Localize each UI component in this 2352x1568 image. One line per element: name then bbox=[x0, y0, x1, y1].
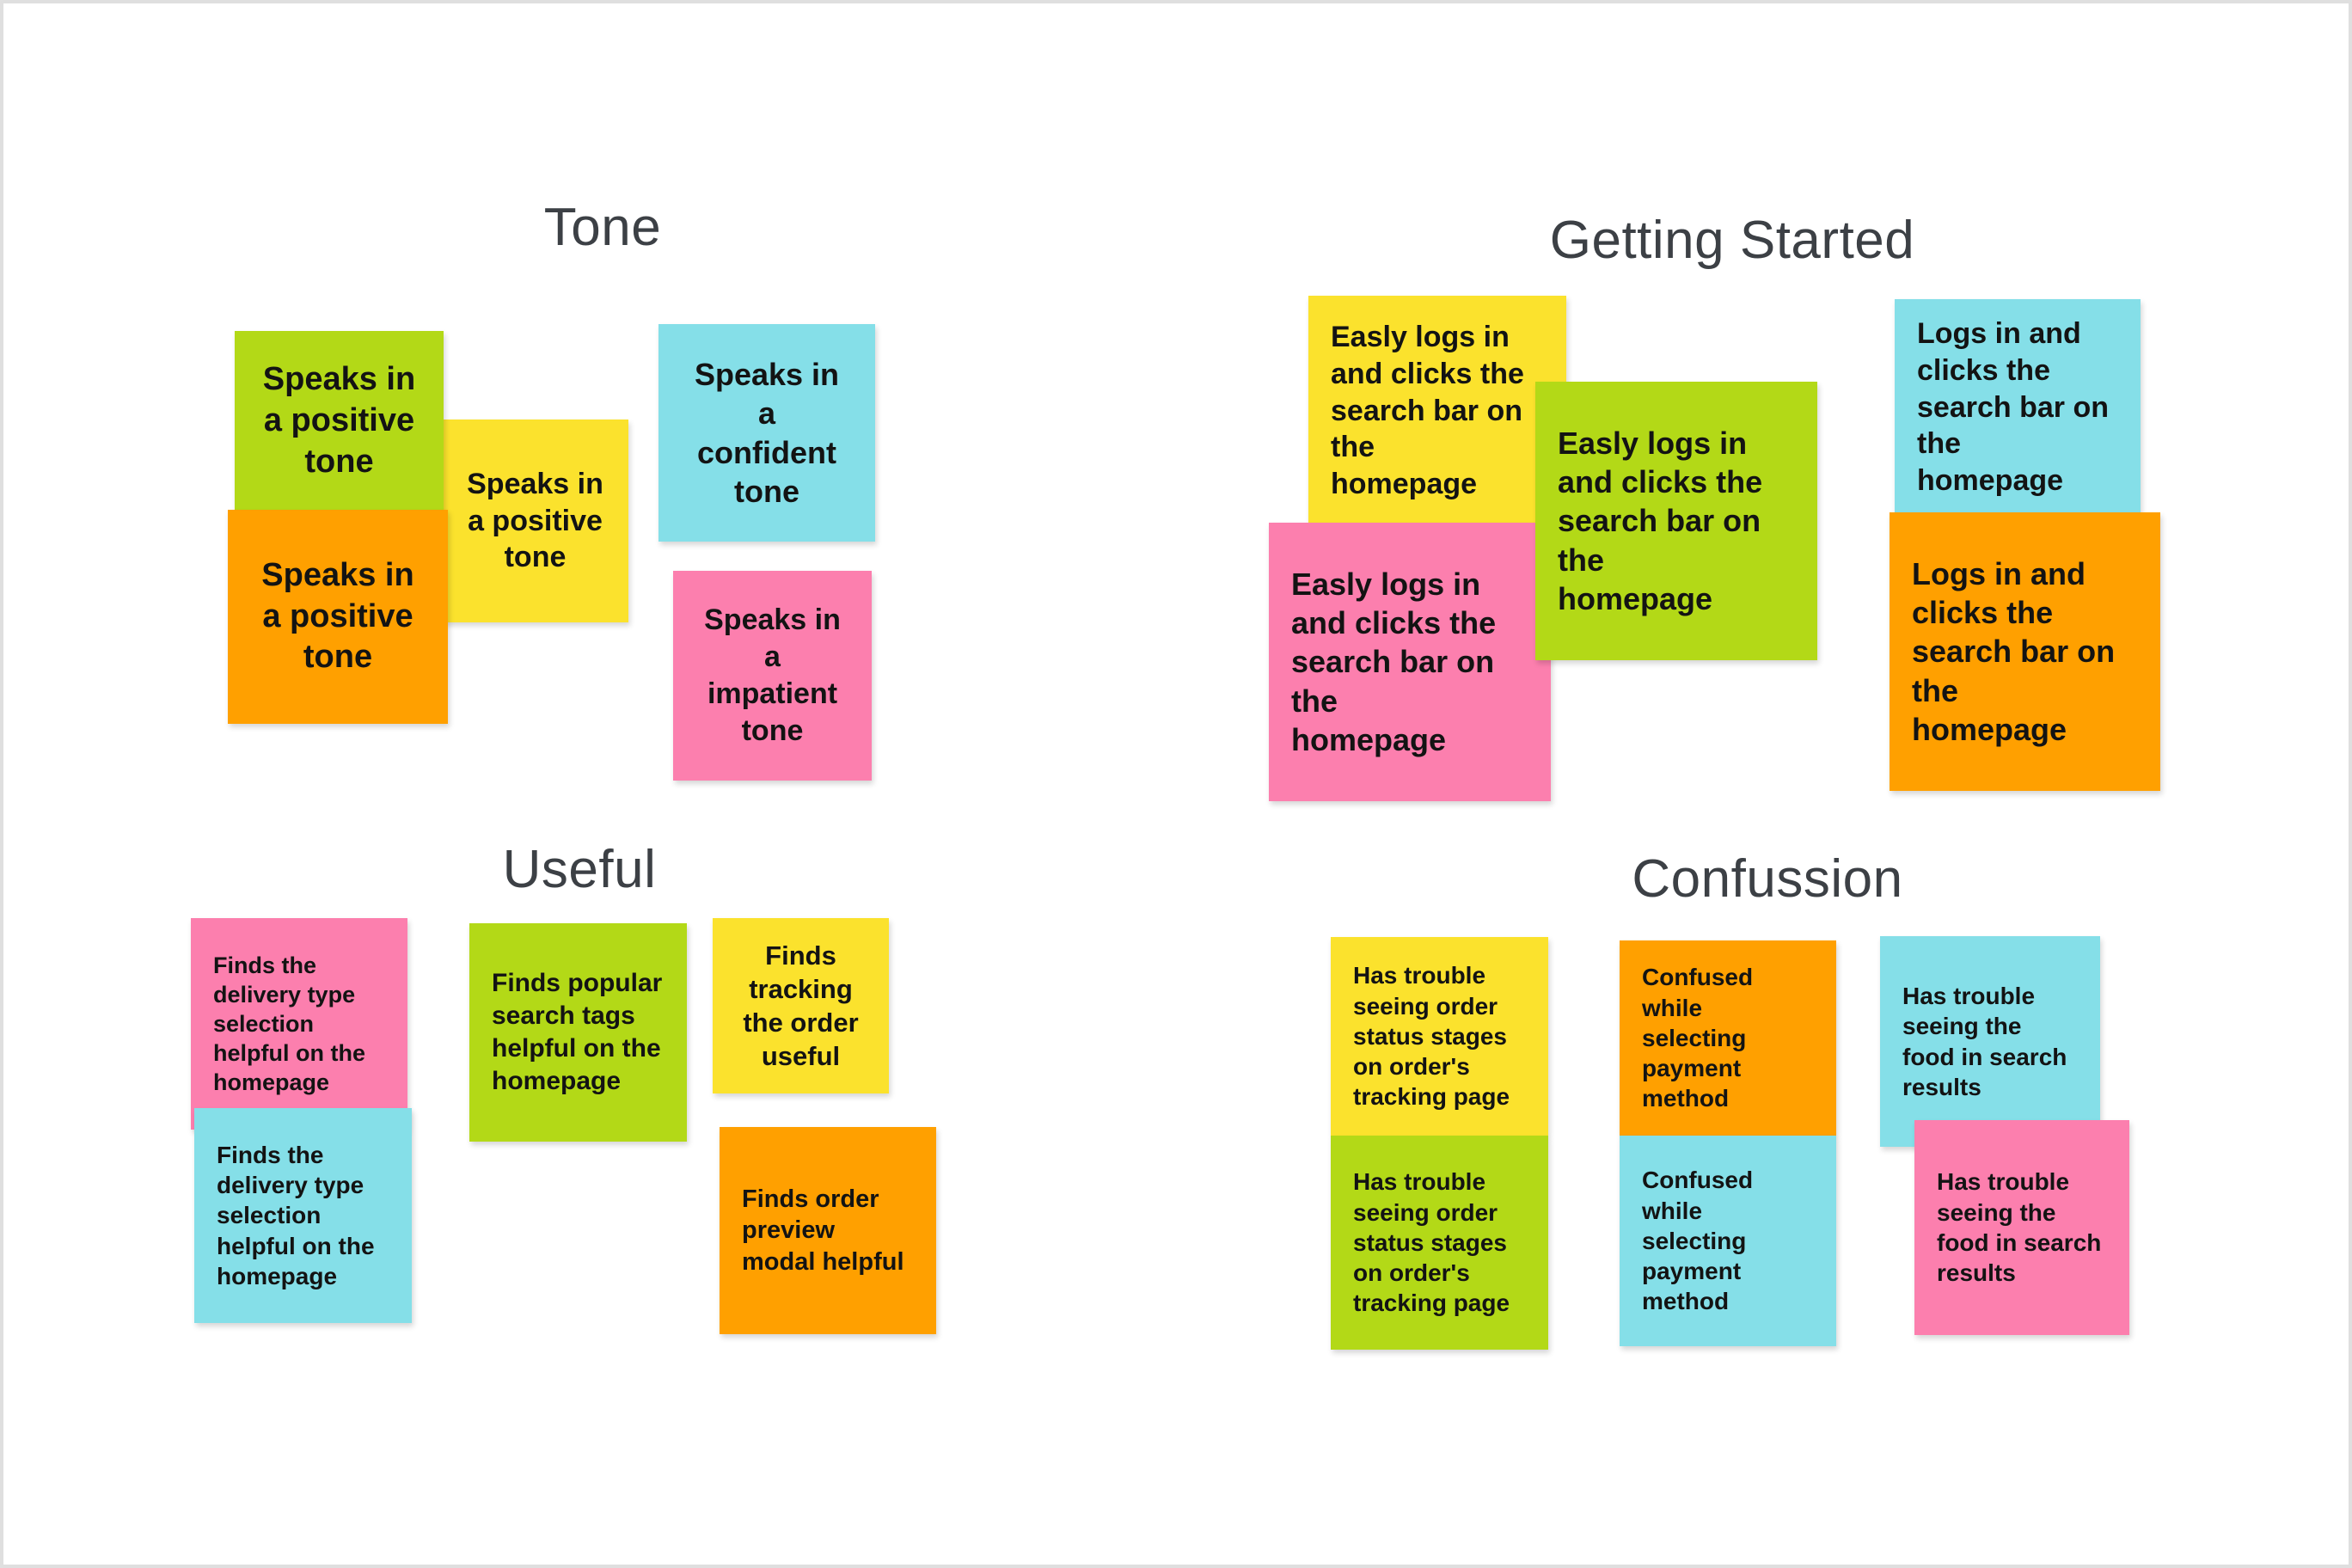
sticky-note[interactable]: Logs in and clicks the search bar on the… bbox=[1890, 512, 2160, 791]
sticky-note[interactable]: Speaks in a positive tone bbox=[442, 420, 628, 622]
sticky-note[interactable]: Has trouble seeing the food in search re… bbox=[1880, 936, 2100, 1147]
group-title-tone[interactable]: Tone bbox=[543, 198, 662, 257]
sticky-note[interactable]: Easly logs in and clicks the search bar … bbox=[1535, 382, 1817, 660]
sticky-note[interactable]: Finds tracking the order useful bbox=[713, 918, 889, 1093]
sticky-note[interactable]: Confused while selecting payment method bbox=[1620, 940, 1836, 1136]
sticky-note[interactable]: Easly logs in and clicks the search bar … bbox=[1269, 523, 1551, 801]
sticky-note[interactable]: Speaks in a confident tone bbox=[658, 324, 875, 542]
sticky-note[interactable]: Finds the delivery type selection helpfu… bbox=[194, 1108, 412, 1323]
sticky-note[interactable]: Finds the delivery type selection helpfu… bbox=[191, 918, 407, 1130]
group-title-useful[interactable]: Useful bbox=[502, 840, 657, 899]
sticky-note[interactable]: Has trouble seeing the food in search re… bbox=[1914, 1120, 2129, 1335]
sticky-note[interactable]: Speaks in a positive tone bbox=[235, 331, 444, 511]
sticky-note[interactable]: Confused while selecting payment method bbox=[1620, 1136, 1836, 1346]
sticky-note[interactable]: Easly logs in and clicks the search bar … bbox=[1308, 296, 1566, 526]
sticky-note[interactable]: Has trouble seeing order status stages o… bbox=[1331, 1136, 1548, 1350]
sticky-note[interactable]: Has trouble seeing order status stages o… bbox=[1331, 937, 1548, 1136]
group-title-confussion[interactable]: Confussion bbox=[1632, 849, 1903, 909]
sticky-note[interactable]: Speaks in a positive tone bbox=[228, 510, 448, 724]
sticky-note[interactable]: Logs in and clicks the search bar on the… bbox=[1895, 299, 2141, 516]
sticky-note[interactable]: Finds popular search tags helpful on the… bbox=[469, 923, 687, 1142]
sticky-note[interactable]: Speaks in a impatient tone bbox=[673, 571, 872, 781]
sticky-note[interactable]: Finds order preview modal helpful bbox=[720, 1127, 936, 1334]
group-title-getting-started[interactable]: Getting Started bbox=[1549, 211, 1915, 270]
